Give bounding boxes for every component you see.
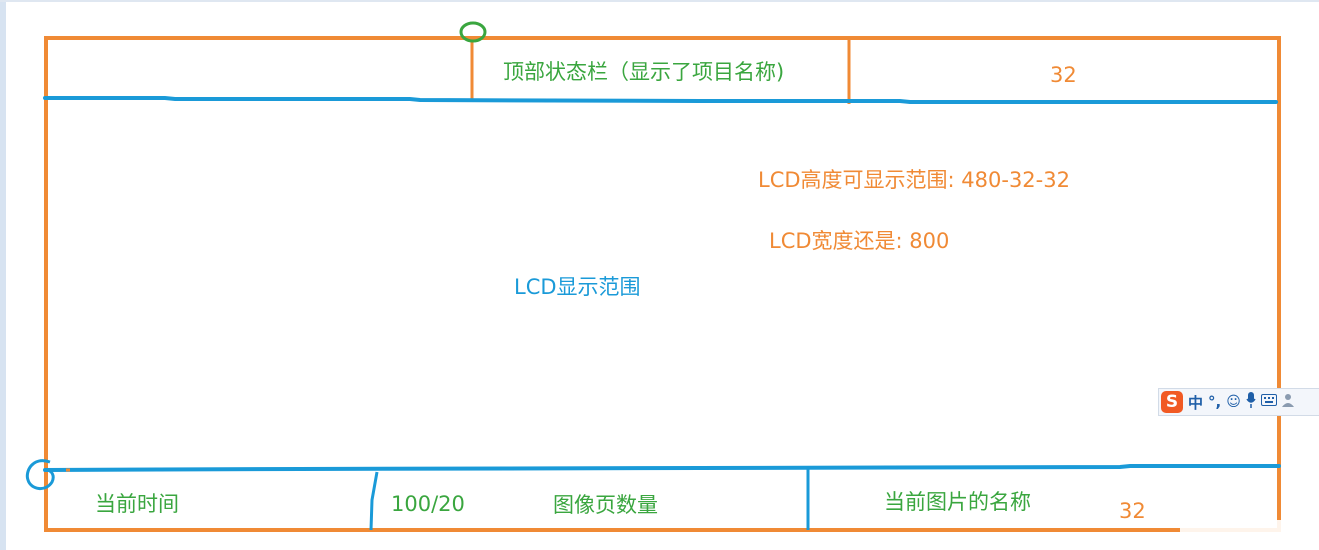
origin-mark-bottom	[25, 459, 55, 490]
watermark-area	[1180, 520, 1290, 542]
smiley-icon[interactable]: ☺	[1226, 394, 1241, 410]
bottom-separator-line	[43, 464, 1281, 472]
bottom-divider-left	[369, 471, 379, 531]
bottom-name-label: 当前图片的名称	[884, 490, 1031, 514]
bottom-time-label: 当前时间	[95, 492, 179, 516]
lcd-outer-frame	[44, 36, 1281, 532]
window-top-edge	[0, 0, 1319, 2]
bottom-height-label: 32	[1119, 499, 1146, 523]
sogou-logo-icon[interactable]: S	[1161, 391, 1183, 413]
top-height-label: 32	[1050, 63, 1077, 87]
ime-mode-toggle[interactable]: 中	[1188, 393, 1204, 412]
keyboard-icon[interactable]	[1260, 394, 1277, 410]
ime-punct-toggle[interactable]: °,	[1208, 393, 1222, 411]
top-bar-label: 顶部状态栏（显示了项目名称)	[503, 60, 785, 84]
top-separator-line	[43, 96, 1278, 104]
microphone-icon[interactable]	[1246, 392, 1256, 412]
lcd-height-text: LCD高度可显示范围: 480-32-32	[758, 168, 1070, 192]
bottom-count-label: 100/20	[391, 492, 465, 516]
user-icon[interactable]	[1281, 393, 1294, 411]
bottom-pages-label: 图像页数量	[553, 493, 658, 517]
lcd-width-text: LCD宽度还是: 800	[769, 229, 950, 253]
lcd-area-label: LCD显示范围	[514, 275, 641, 299]
window-left-edge	[0, 0, 6, 550]
origin-mark-top	[459, 21, 487, 43]
ime-toolbar[interactable]: S 中 °, ☺	[1158, 388, 1319, 416]
